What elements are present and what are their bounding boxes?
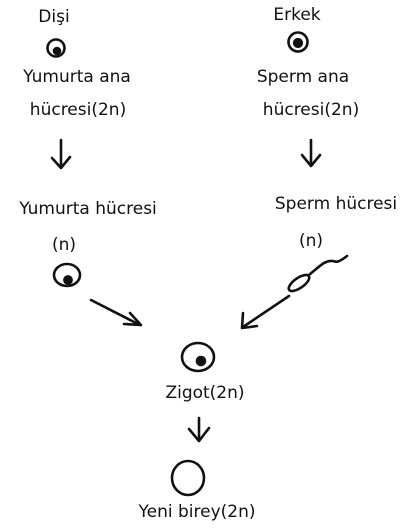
sperm-cell-icon [286,256,347,294]
egg-to-zygote-arrow-icon [91,300,141,325]
male-sex-label: Erkek [273,5,320,25]
male-down-arrow-icon [302,140,320,166]
female-down-arrow-icon [52,140,70,168]
egg-cell-icon [54,264,80,286]
egg-cell-ploidy-label: (n) [52,235,76,255]
male-mother-cell-icon [289,33,308,52]
zygote-down-arrow-icon [189,418,209,441]
zygote-cell-icon [182,343,214,371]
female-mother-cell-label-line2: hücresi(2n) [30,100,126,120]
sperm-to-zygote-arrow-icon [242,296,289,328]
zygote-label: Zigot(2n) [165,383,244,403]
female-sex-label: Dişi [38,7,69,27]
sperm-cell-ploidy-label: (n) [299,231,323,251]
offspring-icon [172,461,204,495]
male-mother-cell-label-line1: Sperm ana [257,67,349,87]
male-mother-cell-label-line2: hücresi(2n) [263,100,359,120]
female-mother-cell-label-line1: Yumurta ana [23,67,131,87]
egg-cell-label: Yumurta hücresi [19,199,157,219]
female-mother-cell-icon [48,40,65,57]
offspring-label: Yeni birey(2n) [139,502,256,522]
sperm-cell-label: Sperm hücresi [275,194,397,214]
